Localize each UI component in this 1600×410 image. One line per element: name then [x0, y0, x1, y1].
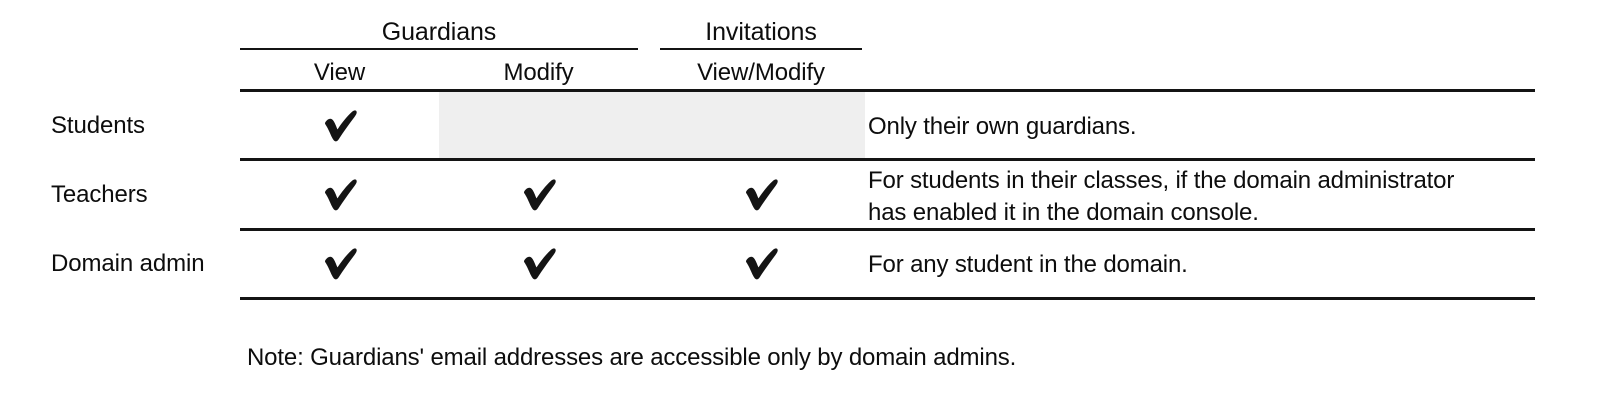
check-mark-icon: [738, 171, 784, 217]
footnote-text: Note: Guardians' email addresses are acc…: [247, 344, 1017, 371]
group-rule-guardians: [240, 48, 638, 50]
row-label-domain-admin: Domain admin: [51, 250, 205, 277]
blocked-cell-students-modify-and-invite: [439, 92, 865, 158]
group-rule-invitations: [660, 48, 862, 50]
check-mark-icon: [516, 171, 562, 217]
row-label-teachers: Teachers: [51, 181, 148, 208]
row-note-domain-admin: For any student in the domain.: [868, 251, 1188, 278]
table-rule-after-students: [240, 158, 1535, 161]
row-label-students: Students: [51, 112, 145, 139]
check-mark-icon: [317, 171, 363, 217]
check-mark-icon: [516, 240, 562, 286]
column-header-view: View: [313, 59, 366, 86]
check-mark-icon: [317, 102, 363, 148]
column-header-view-modify: View/Modify: [697, 59, 825, 86]
check-mark-icon: [738, 240, 784, 286]
column-header-modify: Modify: [503, 59, 574, 86]
row-note-teachers-line2: has enabled it in the domain console.: [868, 199, 1259, 226]
table-rule-top: [240, 89, 1535, 92]
row-note-teachers-line1: For students in their classes, if the do…: [868, 167, 1455, 194]
check-mark-icon: [317, 240, 363, 286]
table-rule-bottom: [240, 297, 1535, 300]
group-header-invitations: Invitations: [705, 18, 817, 46]
row-note-students: Only their own guardians.: [868, 113, 1137, 140]
table-rule-after-teachers: [240, 228, 1535, 231]
group-header-guardians: Guardians: [381, 18, 497, 46]
